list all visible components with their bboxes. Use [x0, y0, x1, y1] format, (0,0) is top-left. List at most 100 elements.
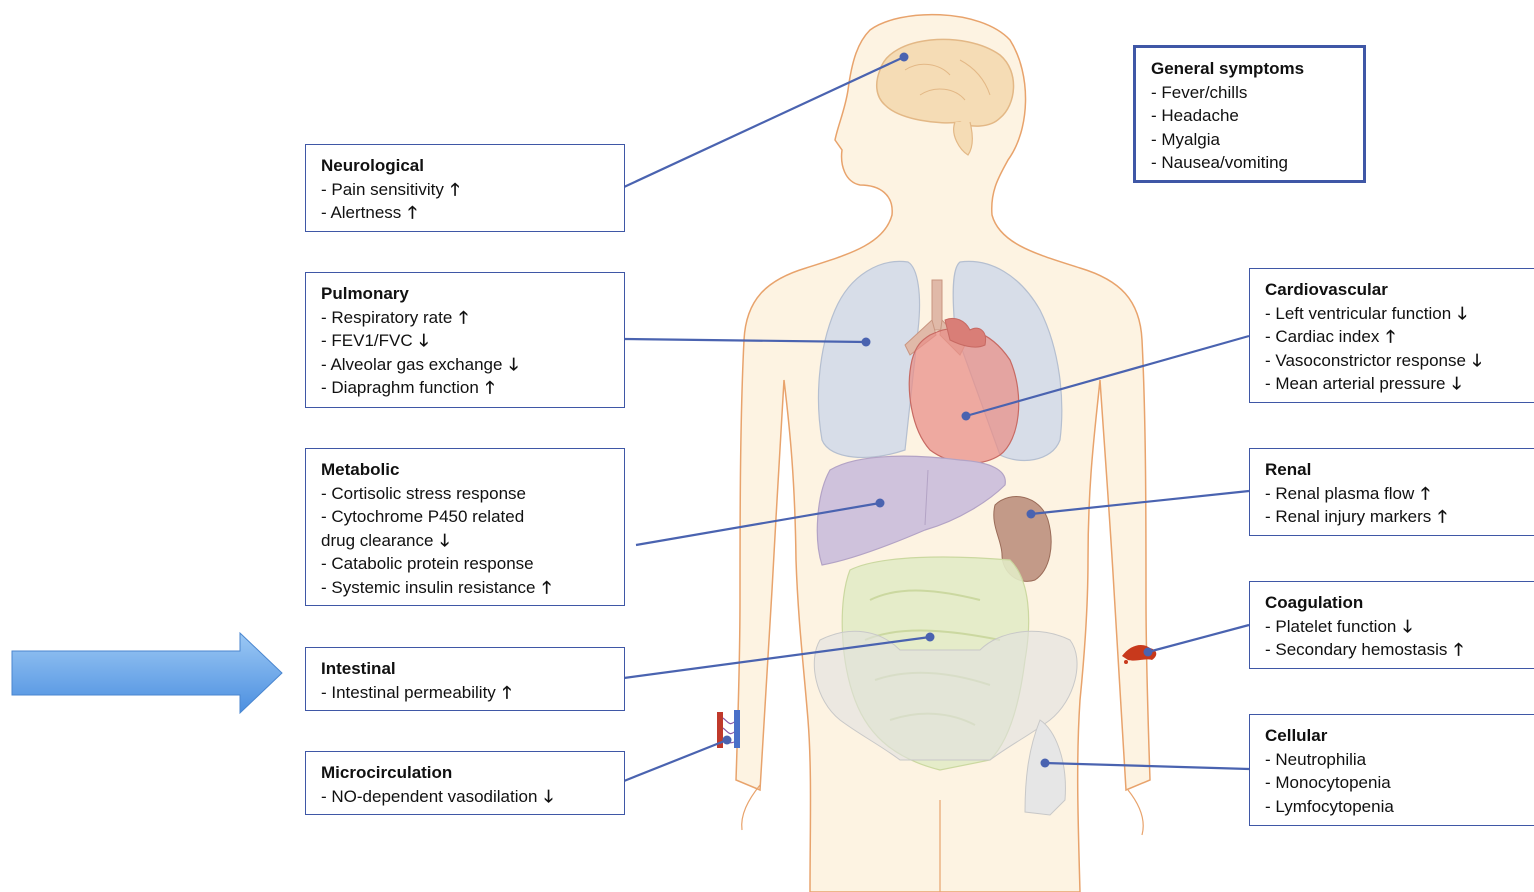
up-arrow-icon: 🡑 — [1386, 327, 1395, 346]
box-item: - Headache — [1151, 104, 1349, 128]
box-item-text: - Platelet function — [1265, 617, 1396, 636]
box-item: - Intestinal permeability 🡑 — [321, 681, 610, 705]
down-arrow-icon: 🡓 — [544, 787, 553, 806]
anchor-dot-intestine — [926, 633, 935, 642]
box-item: - Platelet function 🡓 — [1265, 615, 1524, 639]
up-arrow-icon: 🡑 — [451, 180, 460, 199]
box-item-text: - Pain sensitivity — [321, 180, 444, 199]
down-arrow-icon: 🡓 — [1452, 374, 1461, 393]
cellular-box: Cellular - Neutrophilia- Monocytopenia- … — [1249, 714, 1534, 826]
box-item: - Nausea/vomiting — [1151, 151, 1349, 175]
box-item-text: - Renal injury markers — [1265, 507, 1431, 526]
down-arrow-icon: 🡓 — [440, 531, 449, 550]
box-item: - Lymfocytopenia — [1265, 795, 1524, 819]
box-item: - Cortisolic stress response — [321, 482, 610, 506]
up-arrow-icon: 🡑 — [503, 683, 512, 702]
box-item-text: - Alveolar gas exchange — [321, 355, 502, 374]
box-item-text: - Renal plasma flow — [1265, 484, 1414, 503]
coagulation-box: Coagulation - Platelet function 🡓- Secon… — [1249, 581, 1534, 669]
box-item: - Diapraghm function 🡑 — [321, 376, 610, 400]
box-items: - Pain sensitivity 🡑- Alertness 🡑 — [321, 178, 610, 225]
box-item-text: - Myalgia — [1151, 130, 1220, 149]
pointer-arrow — [12, 633, 282, 713]
box-item: - Left ventricular function 🡓 — [1265, 302, 1524, 326]
box-items: - Cortisolic stress response - Cytochrome… — [321, 482, 610, 600]
box-items: - NO-dependent vasodilation 🡓 — [321, 785, 610, 809]
renal-box: Renal - Renal plasma flow 🡑- Renal injur… — [1249, 448, 1534, 536]
box-item-text: - Vasoconstrictor response — [1265, 351, 1466, 370]
box-item-text: - Mean arterial pressure — [1265, 374, 1445, 393]
box-item: - Alertness 🡑 — [321, 201, 610, 225]
box-item: - Monocytopenia — [1265, 771, 1524, 795]
anchor-dot-liver — [876, 499, 885, 508]
box-items: - Platelet function 🡓- Secondary hemosta… — [1265, 615, 1524, 662]
box-item-text: - NO-dependent vasodilation — [321, 787, 537, 806]
box-title: Intestinal — [321, 657, 610, 681]
anchor-dot-microvessel — [723, 736, 732, 745]
box-items: - Respiratory rate 🡑- FEV1/FVC 🡓- Alveol… — [321, 306, 610, 400]
up-arrow-icon: 🡑 — [1421, 484, 1430, 503]
box-title: Neurological — [321, 154, 610, 178]
box-item-text: - Neutrophilia — [1265, 750, 1366, 769]
box-item: - Pain sensitivity 🡑 — [321, 178, 610, 202]
anchor-dot-kidney — [1027, 510, 1036, 519]
anchor-dot-heart — [962, 412, 971, 421]
box-item: - Vasoconstrictor response 🡓 — [1265, 349, 1524, 373]
box-item: - Secondary hemostasis 🡑 — [1265, 638, 1524, 662]
box-items: - Renal plasma flow 🡑- Renal injury mark… — [1265, 482, 1524, 529]
up-arrow-icon: 🡑 — [486, 378, 495, 397]
box-item-text: - Nausea/vomiting — [1151, 153, 1288, 172]
down-arrow-icon: 🡓 — [1403, 617, 1412, 636]
box-item: - Myalgia — [1151, 128, 1349, 152]
box-items: - Neutrophilia - Monocytopenia - Lymfocyto… — [1265, 748, 1524, 819]
box-item-text: - Secondary hemostasis — [1265, 640, 1447, 659]
box-item: - Mean arterial pressure 🡓 — [1265, 372, 1524, 396]
box-item: - Renal injury markers 🡑 — [1265, 505, 1524, 529]
anchor-dot-lung — [862, 338, 871, 347]
box-item-text: - Diapraghm function — [321, 378, 479, 397]
box-items: - Left ventricular function 🡓- Cardiac i… — [1265, 302, 1524, 396]
box-item-text: - FEV1/FVC — [321, 331, 413, 350]
down-arrow-icon: 🡓 — [509, 355, 518, 374]
up-arrow-icon: 🡑 — [1454, 640, 1463, 659]
box-item-text: - Respiratory rate — [321, 308, 452, 327]
anchor-dot-brain — [900, 53, 909, 62]
box-item-text: - Intestinal permeability — [321, 683, 496, 702]
box-title: Cellular — [1265, 724, 1524, 748]
box-item-text: - Cytochrome P450 related drug clearance — [321, 507, 524, 550]
box-item: - Respiratory rate 🡑 — [321, 306, 610, 330]
neurological-box: Neurological - Pain sensitivity 🡑- Alert… — [305, 144, 625, 232]
box-title: Coagulation — [1265, 591, 1524, 615]
cardiovascular-box: Cardiovascular - Left ventricular functi… — [1249, 268, 1534, 403]
box-item: - Neutrophilia — [1265, 748, 1524, 772]
box-item-text: - Catabolic protein response — [321, 554, 534, 573]
down-arrow-icon: 🡓 — [1458, 304, 1467, 323]
anchor-dot-clot — [1144, 648, 1153, 657]
box-item: - Alveolar gas exchange 🡓 — [321, 353, 610, 377]
box-item: - NO-dependent vasodilation 🡓 — [321, 785, 610, 809]
box-title: Cardiovascular — [1265, 278, 1524, 302]
up-arrow-icon: 🡑 — [1438, 507, 1447, 526]
box-item-text: - Cardiac index — [1265, 327, 1379, 346]
pulmonary-box: Pulmonary - Respiratory rate 🡑- FEV1/FVC… — [305, 272, 625, 408]
box-item-text: - Monocytopenia — [1265, 773, 1391, 792]
box-item: - FEV1/FVC 🡓 — [321, 329, 610, 353]
box-item: - Cytochrome P450 related drug clearance… — [321, 505, 551, 552]
up-arrow-icon: 🡑 — [408, 203, 417, 222]
box-item: - Fever/chills — [1151, 81, 1349, 105]
box-items: - Fever/chills- Headache - Myalgia - Nause… — [1151, 81, 1349, 175]
microcirculation-box: Microcirculation - NO-dependent vasodila… — [305, 751, 625, 815]
box-item: - Renal plasma flow 🡑 — [1265, 482, 1524, 506]
box-item-text: - Cortisolic stress response — [321, 484, 526, 503]
box-title: General symptoms — [1151, 57, 1349, 81]
box-item: - Systemic insulin resistance 🡑 — [321, 576, 610, 600]
connector-microcirculation — [624, 740, 727, 781]
up-arrow-icon: 🡑 — [459, 308, 468, 327]
up-arrow-icon: 🡑 — [542, 578, 551, 597]
box-title: Metabolic — [321, 458, 610, 482]
general-symptoms-box: General symptoms - Fever/chills- Headach… — [1133, 45, 1366, 183]
anchor-dot-bone — [1041, 759, 1050, 768]
intestinal-box: Intestinal - Intestinal permeability 🡑 — [305, 647, 625, 711]
box-item: - Catabolic protein response — [321, 552, 610, 576]
box-item-text: - Headache — [1151, 106, 1239, 125]
